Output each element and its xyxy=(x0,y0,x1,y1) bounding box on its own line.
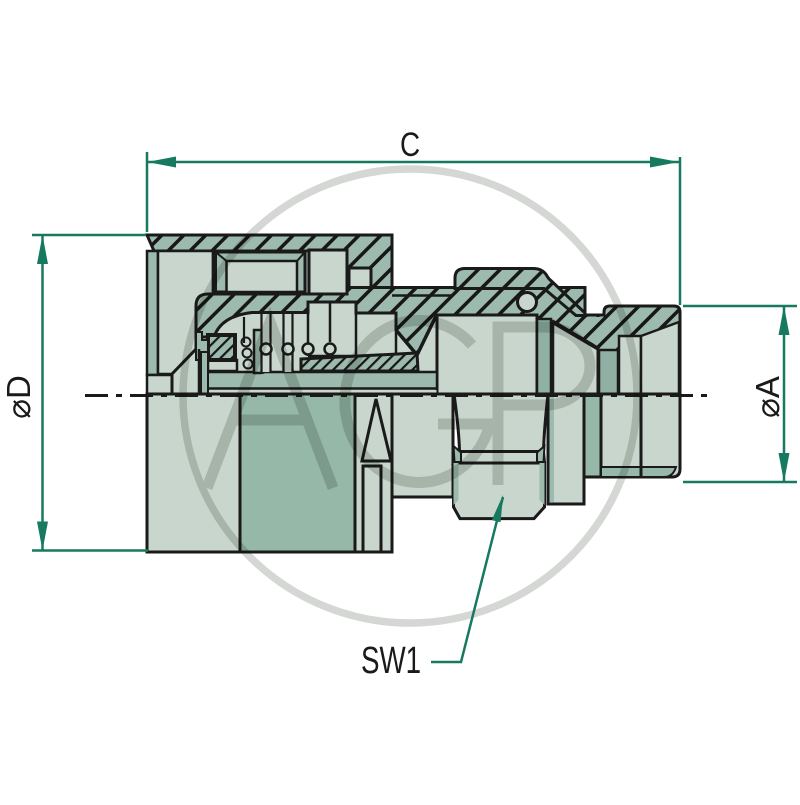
svg-text:C: C xyxy=(400,125,420,163)
svg-text:⌀A: ⌀A xyxy=(749,376,786,418)
svg-text:⌀D: ⌀D xyxy=(0,375,37,419)
svg-text:SW1: SW1 xyxy=(361,640,421,682)
